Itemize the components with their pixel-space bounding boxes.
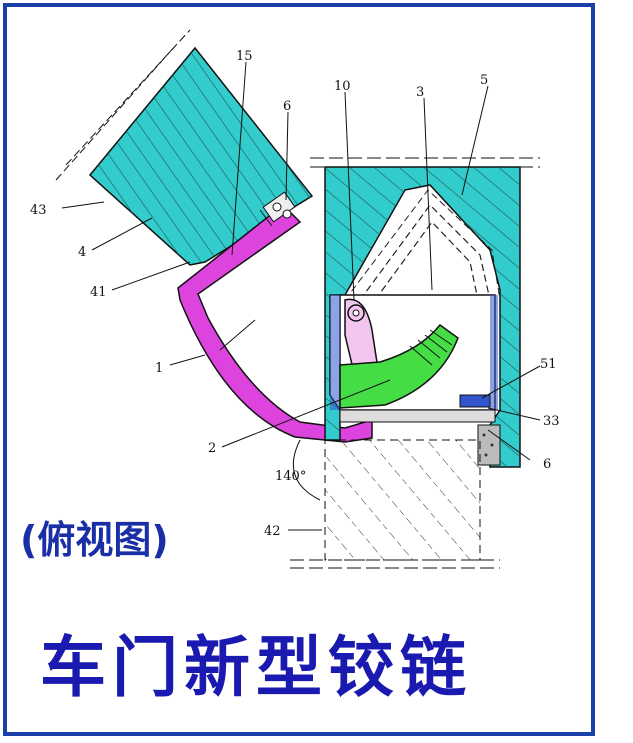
label-15: 15	[236, 49, 253, 64]
label-3: 3	[416, 85, 424, 100]
door-panel	[55, 29, 314, 266]
label-6-top: 6	[283, 99, 291, 114]
label-41: 41	[90, 285, 107, 300]
angle-label: 140°	[275, 469, 306, 484]
view-label: (俯视图)	[20, 518, 169, 562]
label-33: 33	[543, 414, 560, 429]
green-sector	[339, 323, 459, 409]
label-42: 42	[264, 524, 281, 539]
label-43: 43	[30, 203, 47, 218]
label-10: 10	[334, 79, 351, 94]
label-2: 2	[208, 441, 216, 456]
label-6-bottom: 6	[543, 457, 551, 472]
leader-lines	[61, 61, 541, 531]
outer-frame	[3, 3, 595, 736]
hinge-arm	[177, 191, 373, 443]
label-4: 4	[78, 245, 86, 260]
page-title: 车门新型铰链	[40, 629, 472, 706]
label-51: 51	[540, 357, 557, 372]
label-5: 5	[480, 73, 488, 88]
label-1: 1	[155, 361, 163, 376]
open-door-outline	[290, 439, 500, 569]
